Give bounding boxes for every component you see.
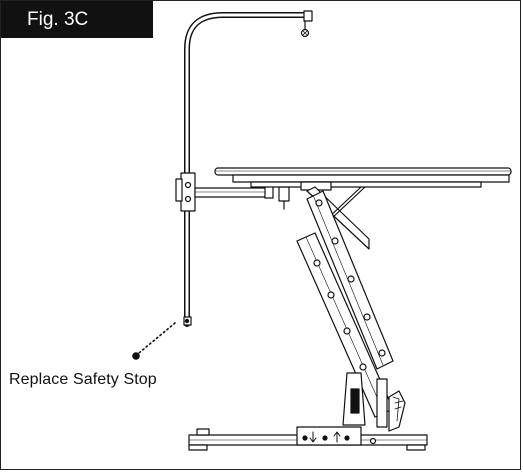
callout-label: Replace Safety Stop: [9, 371, 157, 388]
callout-leader: [132, 322, 176, 360]
hydraulic-cylinder: [342, 372, 406, 432]
figure-label: Fig. 3C: [1, 1, 153, 38]
lift-leg-rear: [296, 232, 394, 418]
arm-clamp: [175, 172, 290, 212]
table-base: [188, 426, 428, 451]
table-top: [214, 167, 512, 191]
lift-leg-front: [306, 190, 394, 370]
grooming-arm: [183, 10, 313, 327]
